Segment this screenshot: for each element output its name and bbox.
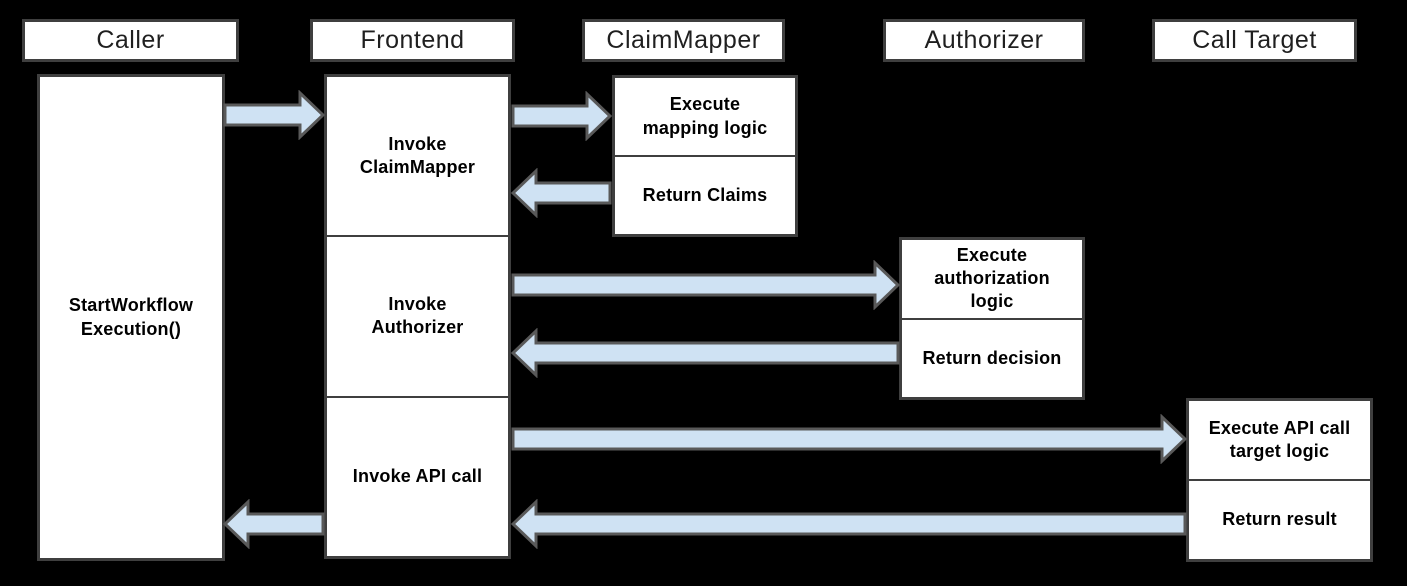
actor-header-authorizer-label: Authorizer <box>924 26 1044 54</box>
arrow-calltarget-to-frontend <box>511 499 1187 549</box>
caller-activity: StartWorkflow Execution() <box>68 295 194 339</box>
arrow-claimmapper-to-frontend <box>511 168 612 218</box>
calltarget-activation-box: Execute API call target logic Return res… <box>1186 398 1373 562</box>
frontend-step-invoke-claimmapper: Invoke ClaimMapper <box>359 133 476 178</box>
actor-header-authorizer: Authorizer <box>883 19 1085 62</box>
arrow-caller-to-frontend <box>223 90 325 140</box>
actor-header-calltarget: Call Target <box>1152 19 1357 62</box>
frontend-activation-box: Invoke ClaimMapper Invoke Authorizer Inv… <box>324 74 511 559</box>
claimmapper-activation-box: Execute mapping logic Return Claims <box>612 75 798 237</box>
arrow-frontend-to-calltarget <box>511 414 1187 464</box>
claimmapper-step-return-claims: Return Claims <box>615 155 795 234</box>
actor-header-frontend: Frontend <box>310 19 515 62</box>
actor-header-calltarget-label: Call Target <box>1192 26 1317 54</box>
calltarget-step-return-result: Return result <box>1189 479 1370 559</box>
authorizer-step-return-decision: Return decision <box>902 317 1082 398</box>
arrow-frontend-to-claimmapper <box>511 91 612 141</box>
arrow-authorizer-to-frontend <box>511 328 900 378</box>
actor-header-caller-label: Caller <box>96 26 165 54</box>
arrow-frontend-to-authorizer <box>511 260 900 310</box>
frontend-step-invoke-api-call: Invoke API call <box>327 395 508 556</box>
claimmapper-step-execute-mapping-logic: Execute mapping logic <box>642 94 768 138</box>
authorizer-step-execute-authorization-logic: Execute authorization logic <box>934 244 1050 312</box>
actor-header-claimmapper: ClaimMapper <box>582 19 785 62</box>
frontend-step-invoke-authorizer: Invoke Authorizer <box>327 235 508 395</box>
actor-header-claimmapper-label: ClaimMapper <box>606 26 761 54</box>
authorizer-activation-box: Execute authorization logic Return decis… <box>899 237 1085 400</box>
arrow-frontend-to-caller <box>223 499 325 549</box>
calltarget-step-execute-api-call-target-logic: Execute API call target logic <box>1208 417 1351 461</box>
caller-activation-box: StartWorkflow Execution() <box>37 74 225 561</box>
actor-header-caller: Caller <box>22 19 239 62</box>
actor-header-frontend-label: Frontend <box>360 26 465 54</box>
